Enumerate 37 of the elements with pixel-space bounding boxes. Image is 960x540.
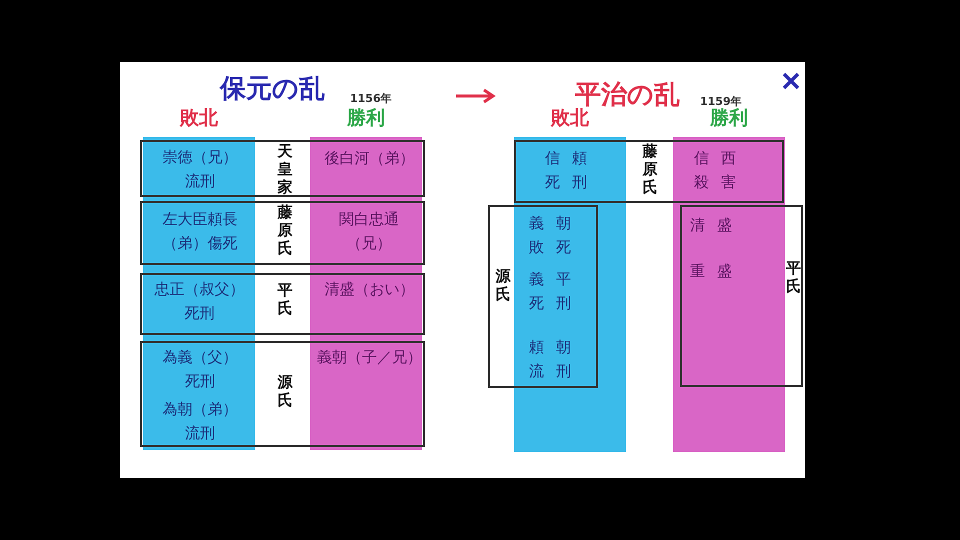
clan-label: 平氏	[786, 259, 801, 295]
person-text: 義朝敗死	[528, 213, 584, 258]
person-text: 後白河（弟）	[324, 148, 416, 169]
clan-label: 平氏	[277, 281, 293, 317]
column-heading: 敗北	[178, 106, 219, 130]
person-text: 為義（父）死刑	[162, 347, 238, 392]
clan-label: 源氏	[495, 267, 511, 303]
person-text: 為朝（弟）流刑	[162, 399, 238, 444]
person-text: 清盛	[689, 215, 745, 236]
group-frame	[140, 140, 425, 197]
clan-label: 天皇家	[277, 142, 293, 196]
person-text: 重盛	[689, 261, 745, 282]
column-heading: 敗北	[550, 107, 590, 130]
person-text: 頼朝流刑	[528, 337, 584, 382]
person-text: 義平死刑	[528, 269, 584, 314]
group-frame	[514, 140, 784, 203]
column-heading: 勝利	[708, 106, 749, 130]
group-frame	[140, 273, 425, 335]
group-frame	[680, 205, 803, 387]
person-text: 関白忠通（兄）	[338, 209, 400, 254]
year-text: 1156年	[350, 92, 392, 106]
group-frame	[488, 205, 598, 388]
person-text: 義朝（子／兄）	[316, 347, 423, 368]
group-frame	[140, 341, 425, 447]
column-heading: 勝利	[346, 106, 386, 130]
person-text: 忠正（叔父）死刑	[154, 279, 246, 324]
person-text: 信頼死刑	[544, 148, 600, 193]
person-text: 崇徳（兄）流刑	[162, 147, 238, 192]
person-text: 左大臣頼長（弟）傷死	[162, 209, 238, 254]
clan-label: 藤原氏	[642, 142, 658, 196]
person-text: 信西殺害	[693, 148, 749, 193]
clan-label: 源氏	[277, 373, 293, 409]
group-frame	[140, 201, 425, 265]
person-text: 清盛（おい）	[324, 279, 416, 300]
year-text: 1159年	[700, 95, 742, 108]
clan-label: 藤原氏	[277, 203, 293, 257]
title-text: 保元の乱	[220, 74, 325, 106]
